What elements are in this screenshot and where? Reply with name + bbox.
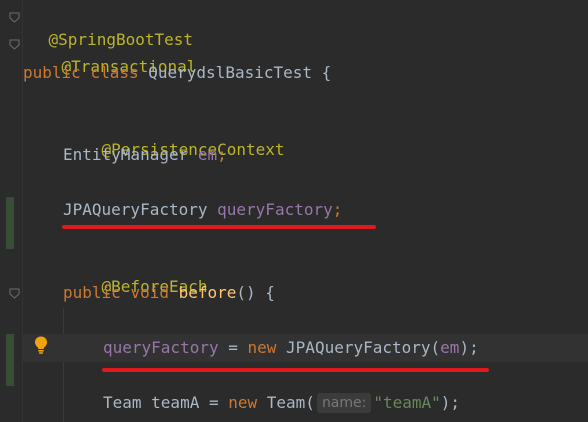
close-paren: ); bbox=[440, 393, 461, 412]
annotation-transactional: @Transactional bbox=[61, 57, 197, 76]
parameter-hint-name: name: bbox=[316, 392, 372, 413]
code-line[interactable]: @Transactional bbox=[23, 34, 197, 76]
red-underline-mark bbox=[102, 368, 489, 372]
code-line[interactable]: public void before() { bbox=[63, 282, 275, 304]
semicolon: ; bbox=[332, 200, 343, 219]
type-team: Team bbox=[103, 393, 142, 412]
keyword-class: class bbox=[90, 63, 139, 82]
type-jpaqueryfactory: JPAQueryFactory bbox=[63, 200, 208, 219]
annotation-persistencecontext: @PersistenceContext bbox=[101, 140, 285, 159]
keyword-public: public bbox=[63, 283, 121, 302]
code-line[interactable]: @BeforeEach bbox=[63, 254, 208, 296]
string-teama: "teamA" bbox=[373, 393, 441, 412]
semicolon: ; bbox=[217, 145, 227, 164]
code-line[interactable]: public class QuerydslBasicTest { bbox=[23, 62, 331, 84]
open-brace: { bbox=[321, 63, 332, 82]
lightbulb-icon[interactable] bbox=[33, 335, 49, 355]
code-line[interactable]: EntityManager em; bbox=[63, 144, 227, 166]
change-marker[interactable] bbox=[6, 197, 14, 249]
method-before: before bbox=[178, 283, 237, 302]
annotation-beforeeach: @BeforeEach bbox=[101, 277, 208, 296]
gutter-separator bbox=[22, 0, 23, 422]
type-entitymanager: EntityManager bbox=[63, 145, 189, 164]
code-line[interactable]: @PersistenceContext bbox=[63, 117, 285, 159]
variable-teama: teamA = bbox=[141, 393, 229, 412]
fold-arrow-icon[interactable] bbox=[9, 288, 20, 299]
red-underline-mark bbox=[62, 225, 376, 229]
keyword-new: new bbox=[228, 393, 258, 412]
indent-guide bbox=[63, 308, 64, 422]
keyword-void: void bbox=[130, 283, 169, 302]
fold-arrow-icon[interactable] bbox=[9, 39, 20, 50]
fold-arrow-icon[interactable] bbox=[9, 12, 20, 23]
code-line[interactable]: queryFactory = new JPAQueryFactory(em); bbox=[103, 337, 479, 359]
argument-em: em bbox=[440, 338, 460, 357]
code-line[interactable]: JPAQueryFactory queryFactory; bbox=[63, 199, 342, 221]
keyword-new: new bbox=[247, 338, 277, 357]
current-line-highlight bbox=[23, 334, 588, 362]
method-signature-rest: () { bbox=[236, 283, 275, 302]
assign-operator: = bbox=[218, 338, 248, 357]
annotation-springboottest: @SpringBootTest bbox=[48, 30, 194, 49]
code-line[interactable]: Team teamA = new Team(name:"teamA"); bbox=[103, 392, 460, 414]
field-em: em bbox=[197, 145, 218, 164]
constructor-team: Team( bbox=[257, 393, 315, 412]
field-queryfactory: queryFactory bbox=[103, 338, 219, 357]
class-name: QuerydslBasicTest bbox=[148, 63, 313, 82]
constructor-jpaqueryfactory: JPAQueryFactory( bbox=[276, 338, 441, 357]
field-queryfactory: queryFactory bbox=[217, 200, 333, 219]
code-line[interactable]: @SpringBootTest bbox=[10, 7, 194, 49]
keyword-public: public bbox=[23, 63, 81, 82]
close-paren: ); bbox=[459, 338, 479, 357]
change-marker[interactable] bbox=[6, 334, 14, 386]
